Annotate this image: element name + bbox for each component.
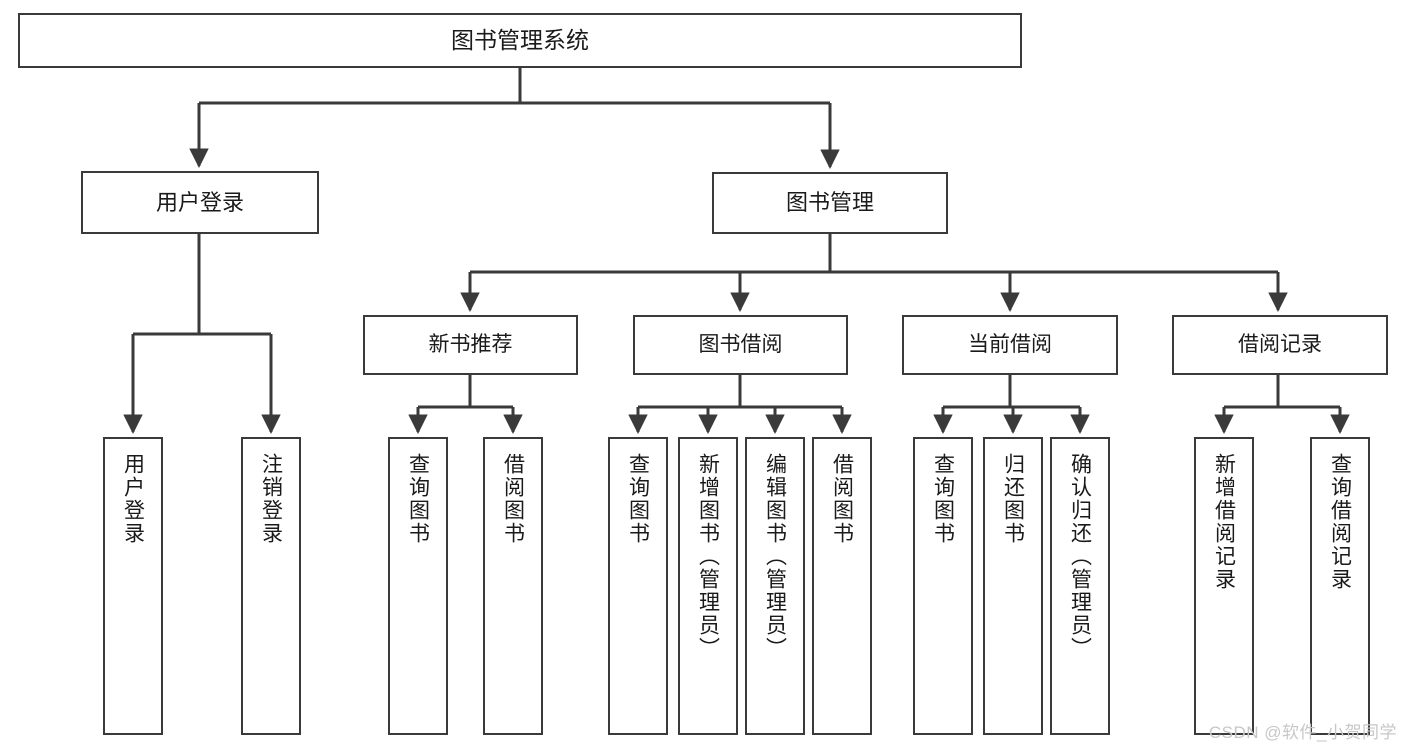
leaf-current-return-book[interactable]: 归还图书 [983, 437, 1043, 735]
leaf-borrow-query-book[interactable]: 查询图书 [608, 437, 668, 735]
node-current-borrow-label: 当前借阅 [968, 332, 1052, 356]
leaf-current-query-book-label: 查询图书 [931, 453, 955, 545]
leaf-record-query-label: 查询借阅记录 [1328, 453, 1352, 591]
leaf-borrow-borrow-book-label: 借阅图书 [830, 453, 854, 545]
leaf-new-book-query-label: 查询图书 [406, 453, 430, 545]
leaf-borrow-add-book[interactable]: 新增图书（管理员） [678, 437, 738, 735]
leaf-borrow-borrow-book[interactable]: 借阅图书 [812, 437, 872, 735]
node-book-borrow[interactable]: 图书借阅 [633, 315, 848, 375]
node-new-book-recommend[interactable]: 新书推荐 [363, 315, 578, 375]
node-user-login[interactable]: 用户登录 [81, 171, 319, 234]
leaf-borrow-query-book-label: 查询图书 [626, 453, 650, 545]
leaf-current-query-book[interactable]: 查询图书 [913, 437, 973, 735]
leaf-user-login-login[interactable]: 用户登录 [103, 437, 163, 735]
node-book-management[interactable]: 图书管理 [712, 172, 948, 234]
leaf-current-confirm-return[interactable]: 确认归还（管理员） [1050, 437, 1110, 735]
node-root[interactable]: 图书管理系统 [18, 13, 1022, 68]
leaf-user-login-login-label: 用户登录 [121, 453, 145, 545]
leaf-borrow-add-book-label: 新增图书（管理员） [696, 453, 720, 660]
node-borrow-record[interactable]: 借阅记录 [1172, 315, 1388, 375]
leaf-user-login-logout-label: 注销登录 [259, 453, 283, 545]
node-borrow-record-label: 借阅记录 [1238, 332, 1322, 356]
node-current-borrow[interactable]: 当前借阅 [902, 315, 1118, 375]
leaf-current-return-book-label: 归还图书 [1001, 453, 1025, 545]
leaf-borrow-edit-book-label: 编辑图书（管理员） [763, 453, 787, 660]
leaf-user-login-logout[interactable]: 注销登录 [241, 437, 301, 735]
node-user-login-label: 用户登录 [155, 189, 244, 215]
node-book-management-label: 图书管理 [785, 190, 874, 216]
leaf-new-book-borrow[interactable]: 借阅图书 [483, 437, 543, 735]
leaf-record-add-label: 新增借阅记录 [1212, 453, 1236, 591]
node-root-label: 图书管理系统 [451, 27, 589, 54]
node-book-borrow-label: 图书借阅 [698, 332, 783, 356]
watermark: CSDN @软件_小贺同学 [1208, 723, 1397, 742]
leaf-record-query[interactable]: 查询借阅记录 [1310, 437, 1370, 735]
node-new-book-recommend-label: 新书推荐 [428, 332, 513, 356]
leaf-new-book-query[interactable]: 查询图书 [388, 437, 448, 735]
leaf-borrow-edit-book[interactable]: 编辑图书（管理员） [745, 437, 805, 735]
leaf-current-confirm-return-label: 确认归还（管理员） [1068, 453, 1092, 660]
leaf-new-book-borrow-label: 借阅图书 [501, 453, 525, 545]
leaf-record-add[interactable]: 新增借阅记录 [1194, 437, 1254, 735]
